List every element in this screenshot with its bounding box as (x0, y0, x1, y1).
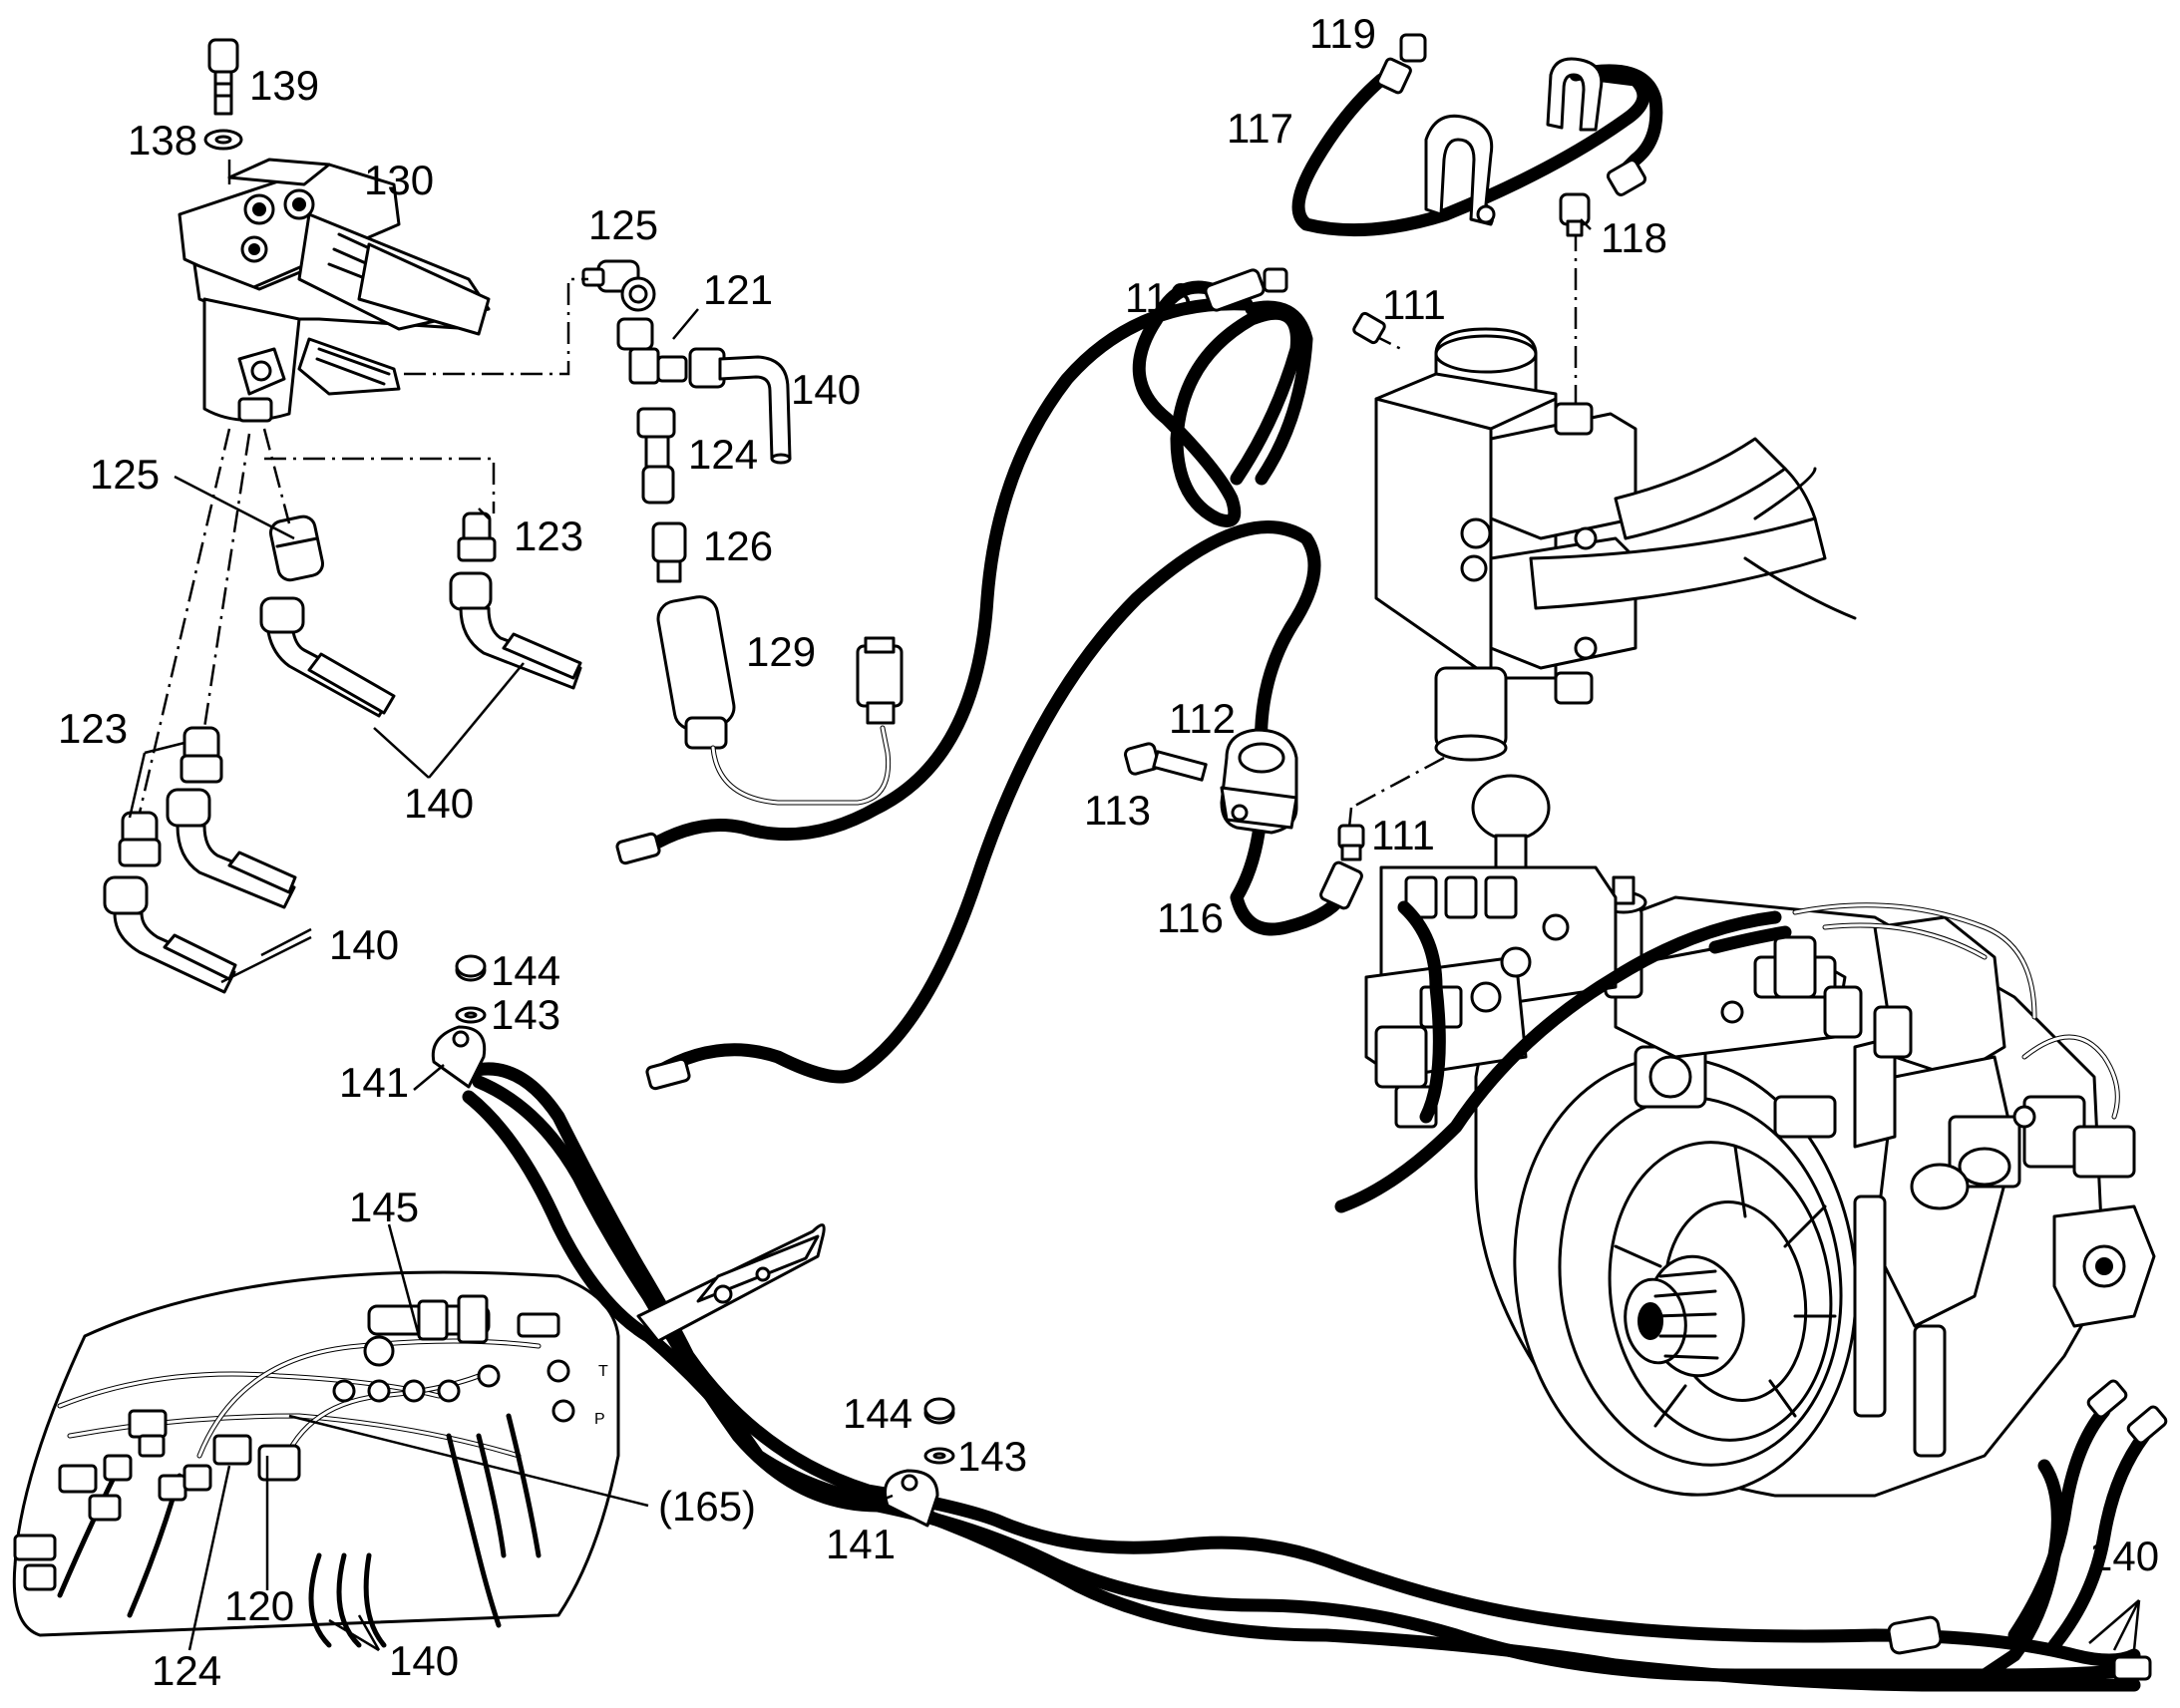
callout-144-lower: 144 (843, 1390, 912, 1437)
callout-141-upper: 141 (339, 1059, 409, 1106)
callout-140-mid: 140 (404, 780, 474, 827)
sensor-fitting-stack (581, 259, 904, 806)
callout-140-inset: 140 (389, 1637, 459, 1684)
callout-113: 113 (1084, 787, 1151, 834)
left-pipe-group (103, 512, 582, 994)
callout-143-lower: 143 (957, 1433, 1027, 1480)
callout-111-upper: 111 (1382, 281, 1446, 328)
callout-126: 126 (703, 522, 773, 569)
callout-144-upper: 144 (491, 947, 560, 994)
callout-125-upper: 125 (588, 201, 658, 248)
hose-116-lower (645, 520, 1363, 1091)
callout-129: 129 (746, 628, 816, 675)
detail-inset: T P (12, 1270, 620, 1648)
clamp-112 (1220, 728, 1298, 835)
leader-lines (128, 160, 2141, 1652)
callout-116-upper: 116 (1125, 274, 1192, 321)
assembly-centerlines (138, 40, 1578, 829)
valve-block (1374, 327, 1857, 762)
callout-139: 139 (249, 62, 319, 109)
callout-143-upper: 143 (491, 991, 560, 1038)
callout-138: 138 (128, 117, 197, 164)
callout-140-upper: 140 (791, 366, 861, 413)
callout-165: (165) (658, 1483, 756, 1530)
bolt-113 (1123, 742, 1208, 782)
callout-118: 118 (1601, 214, 1667, 261)
hose-bundle-main (431, 954, 2168, 1692)
callout-112: 112 (1169, 695, 1236, 742)
port-label-t: T (598, 1363, 608, 1380)
callout-125-left: 125 (90, 451, 160, 498)
transmission-unit (1334, 774, 2156, 1498)
callout-119: 119 (1309, 10, 1376, 57)
callout-124-lower: 124 (152, 1647, 221, 1694)
fitting-111 (1337, 311, 1386, 861)
hose-116-upper (615, 267, 1313, 865)
callout-117: 117 (1227, 105, 1293, 152)
callout-111-lower: 111 (1371, 812, 1435, 858)
callout-123-left: 123 (58, 705, 128, 752)
callout-141-lower: 141 (826, 1521, 896, 1567)
port-label-p: P (594, 1411, 605, 1428)
callout-140-lower-left: 140 (329, 921, 399, 968)
callout-123-right: 123 (514, 512, 583, 559)
callout-121: 121 (703, 266, 773, 313)
callout-124-upper: 124 (688, 431, 758, 478)
callout-116-lower: 116 (1157, 894, 1224, 941)
callout-140-right: 140 (2089, 1533, 2159, 1579)
callout-145: 145 (349, 1184, 419, 1230)
hose-117 (1291, 33, 1663, 237)
pedal-valve-assembly (178, 38, 491, 423)
callout-120: 120 (224, 1582, 294, 1629)
callout-labels: 139 138 130 125 121 140 124 126 125 123 … (58, 10, 2159, 1694)
callout-130: 130 (364, 157, 434, 203)
